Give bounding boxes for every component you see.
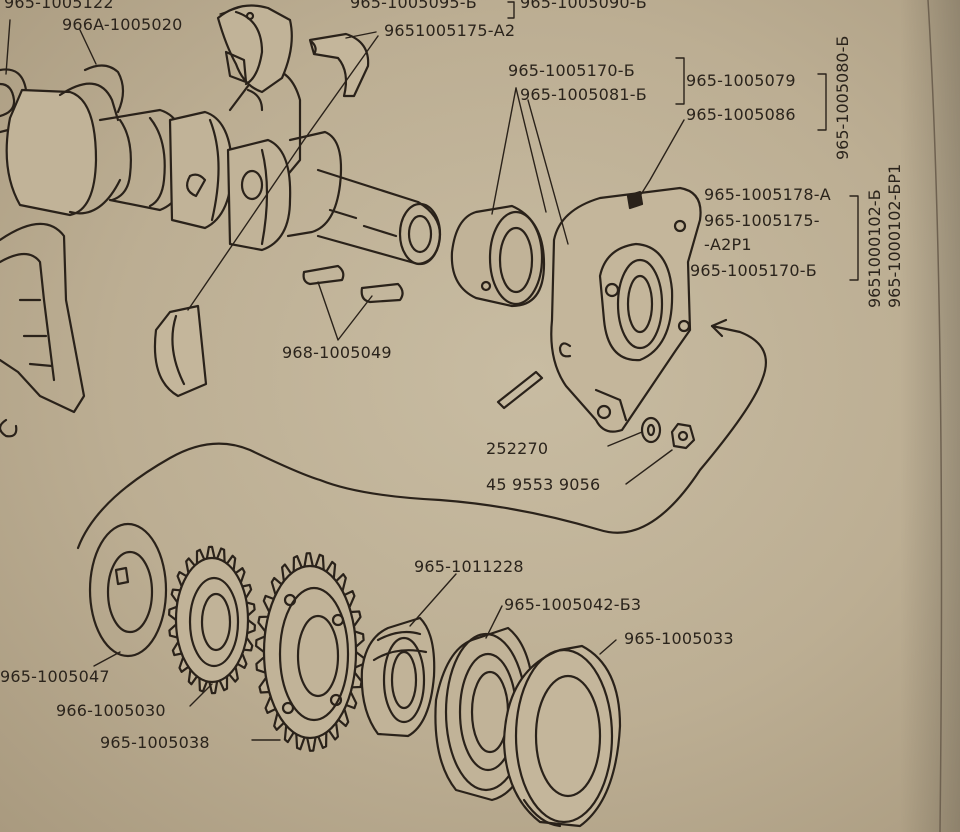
woodruff-keys: [302, 264, 404, 304]
label-top-mid: 965-1005095-Б: [350, 0, 477, 12]
front-cover: [550, 186, 702, 433]
bushing: [450, 204, 546, 308]
crankshaft-nut: [360, 616, 436, 738]
label-bearing-half: 9651005175-А2: [384, 21, 516, 40]
dowel-pin: [496, 370, 544, 410]
vertical-label-3: 965-1000102-БР1: [885, 163, 904, 308]
label-key: 968-1005049: [282, 343, 392, 362]
label-bush-1: 965-1005170-Б: [508, 61, 635, 80]
lower-bearing-cap: [0, 222, 86, 438]
label-top-right-cut: 965-1005090-Б: [520, 0, 647, 12]
label-gear-small: 966-1005030: [56, 701, 166, 720]
label-washer: 252270: [486, 439, 549, 458]
leader-lines: [5, 5, 685, 741]
label-nut: 45 9553 9056: [486, 475, 601, 494]
washer-252270: [640, 416, 662, 444]
assembly-arrow-head: [710, 318, 728, 338]
label-cover-1: 965-1005178-А: [704, 185, 831, 204]
page-edge-line: [927, 0, 943, 832]
label-bush-2: 965-1005081-Б: [520, 85, 647, 104]
gear-large: [255, 552, 365, 752]
label-cover-2a: 965-1005175-: [704, 211, 820, 230]
group-brackets: [507, 1, 859, 281]
label-group-2: 965-1005086: [686, 105, 796, 124]
main-bearing-shell: [153, 304, 208, 398]
gear-small: [168, 545, 256, 695]
seal-cup: [502, 644, 622, 828]
label-cover-3: 965-1005170-Б: [690, 261, 817, 280]
upper-bearing-cap: [216, 4, 293, 94]
bearing-half-shell: [308, 32, 370, 98]
label-cover-2b: -А2Р1: [704, 235, 752, 254]
label-gear-large: 965-1005038: [100, 733, 210, 752]
label-top-left: 965-1005122: [4, 0, 114, 12]
nut: [670, 422, 696, 450]
vertical-label-2: 9651000102-Б: [865, 189, 884, 308]
label-seal-ring: 965-1005042-Б3: [504, 595, 642, 614]
label-crank-nut: 965-1011228: [414, 557, 524, 576]
crankshaft: [5, 64, 442, 266]
thrust-washer: [88, 522, 168, 658]
page-fold-shade: [900, 0, 960, 832]
assembly-path-line: [76, 324, 767, 550]
label-seal-cup: 965-1005033: [624, 629, 734, 648]
label-thrust-washer: 965-1005047: [0, 667, 110, 686]
label-group-1: 965-1005079: [686, 71, 796, 90]
vertical-label-1: 965-1005080-Б: [833, 35, 852, 160]
label-crankshaft-part: 966A-1005020: [62, 15, 183, 34]
